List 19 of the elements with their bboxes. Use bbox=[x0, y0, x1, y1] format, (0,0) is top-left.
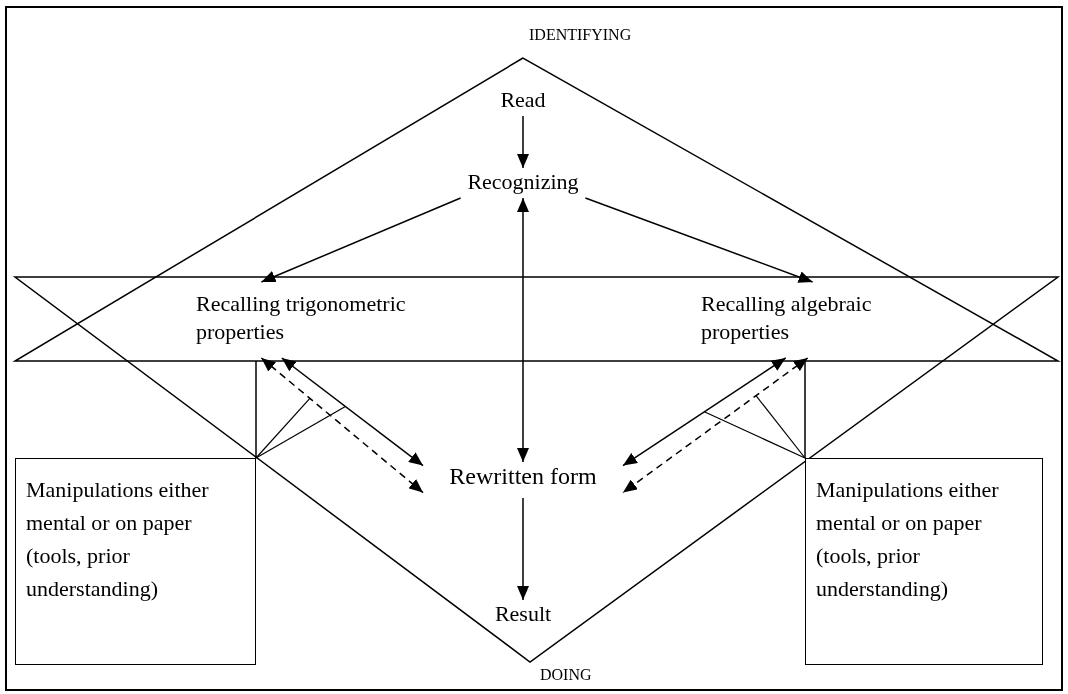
arrow bbox=[622, 357, 809, 494]
arrow bbox=[517, 197, 529, 463]
step-label: Rewritten form bbox=[423, 462, 623, 498]
note-box: Manipulations either mental or on paper (tools, prior understanding) bbox=[805, 458, 1043, 665]
step-label: Recognizing bbox=[445, 168, 601, 198]
arrow bbox=[260, 197, 462, 283]
arrow bbox=[584, 197, 814, 283]
arrow bbox=[517, 115, 529, 169]
step-label: Result bbox=[470, 600, 576, 632]
arrow bbox=[281, 357, 424, 467]
arrow bbox=[260, 357, 424, 494]
step-label: Recalling algebraic properties bbox=[695, 282, 940, 358]
stage-label: DOING bbox=[540, 666, 592, 684]
arrow bbox=[622, 357, 787, 467]
stage-label: IDENTIFYING bbox=[529, 26, 632, 44]
arrow bbox=[517, 497, 529, 601]
step-label: Recalling trigonometric properties bbox=[190, 282, 445, 358]
note-box: Manipulations either mental or on paper (tools, prior understanding) bbox=[15, 458, 256, 665]
step-label: Read bbox=[490, 86, 556, 116]
